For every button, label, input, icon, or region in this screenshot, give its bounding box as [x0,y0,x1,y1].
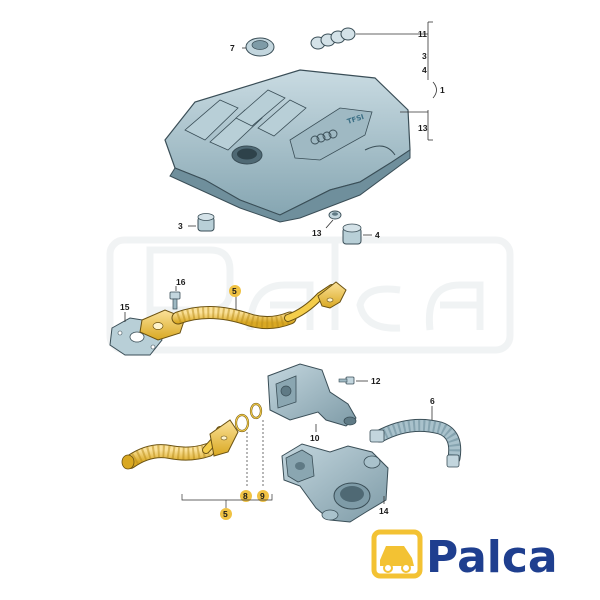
label-11: 11 [418,29,427,39]
callout-bracket [356,21,437,141]
brand-name: Palca [426,532,558,583]
bushing-part-4 [342,223,362,245]
water-outlet-part-10 [267,363,357,427]
label-7: 7 [230,43,235,53]
callout-5-upper [229,285,241,297]
o-ring-part-9 [249,402,263,420]
car-icon [371,529,423,579]
label-6: 6 [430,396,435,406]
thermostat-housing-part-14 [281,443,389,523]
label-9: 9 [260,491,265,501]
bolt-part-12 [338,376,355,385]
coolant-pipe-part-5-upper [139,281,347,341]
label-8: 8 [243,491,248,501]
label-3-bottom: 3 [178,221,183,231]
label-4-bottom: 4 [375,230,380,240]
grommet-part-13 [328,210,342,220]
hose-part-6 [369,418,462,468]
callout-5-lower [220,508,232,520]
engine-cover-part: TFSI [164,69,411,223]
label-10: 10 [310,433,320,443]
label-14: 14 [379,506,389,516]
label-5-upper: 5 [232,286,237,296]
label-1: 1 [440,85,445,95]
bolt-part-16 [169,291,181,310]
palca-logo: Palca [371,529,558,583]
grommet-rings-part-11 [310,27,356,50]
o-ring-part-8 [234,413,250,433]
four-rings-mark [310,129,338,145]
label-5-lower: 5 [223,509,228,519]
label-13-bottom: 13 [312,228,322,238]
cap-part-7 [245,37,275,57]
callout-9 [257,490,269,502]
label-12: 12 [371,376,381,386]
label-15: 15 [120,302,130,312]
label-16: 16 [176,277,186,287]
coolant-pipe-part-5-lower [121,419,239,470]
callout-8 [240,490,252,502]
bushing-part-3 [197,213,215,232]
label-4-top: 4 [422,65,427,75]
label-13-top: 13 [418,123,428,133]
label-3-top: 3 [422,51,427,61]
